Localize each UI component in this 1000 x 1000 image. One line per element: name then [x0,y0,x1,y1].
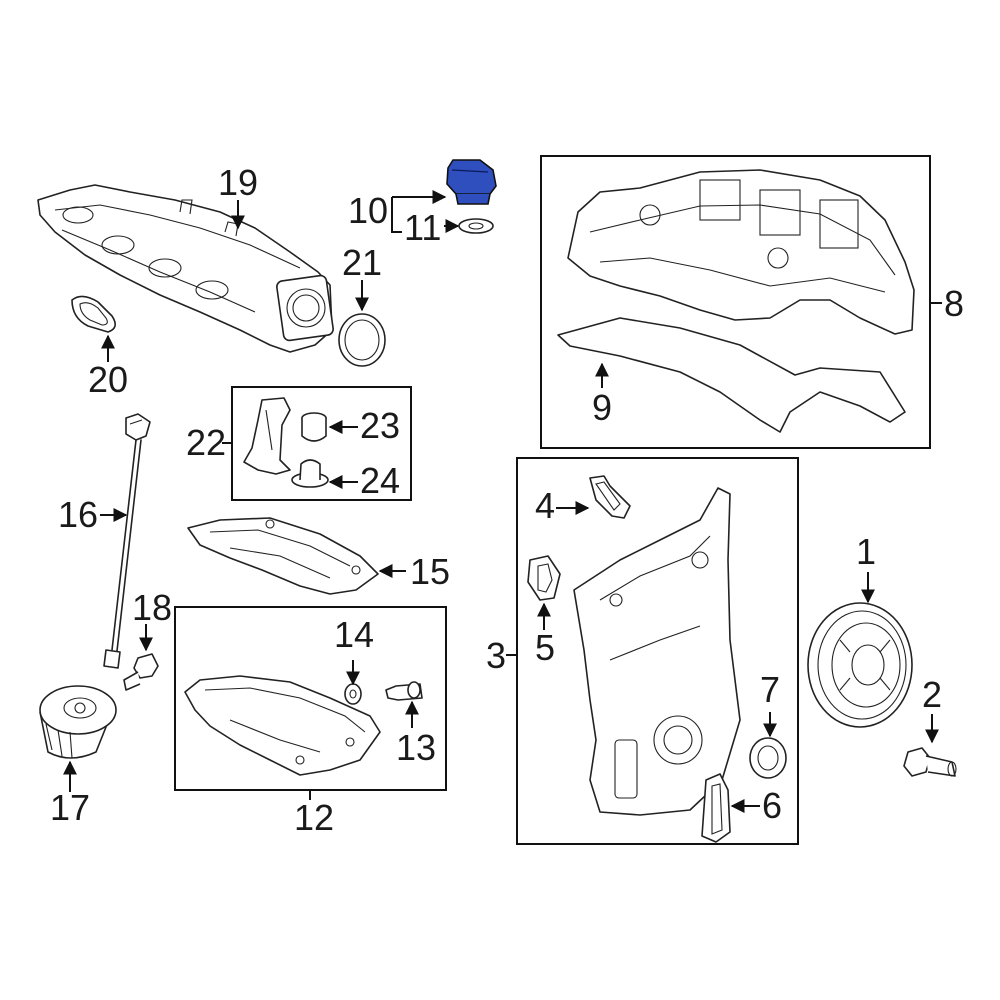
oil-filter[interactable] [39,685,117,759]
callout-22: 22 [186,422,226,463]
manifold-gasket[interactable] [71,295,116,333]
cover-gasket-5[interactable] [527,555,561,601]
callout-10: 10 [348,190,388,231]
oil-filler-cap[interactable] [446,159,497,205]
callout-1: 1 [856,531,876,572]
callout-18: 18 [132,587,172,628]
callout-15: 15 [410,551,450,592]
callout-4: 4 [535,485,555,526]
callout-13: 13 [396,727,436,768]
callout-20: 20 [88,359,128,400]
callout-17: 17 [50,787,90,828]
callout-24: 24 [360,460,400,501]
callout-19: 19 [218,162,258,203]
oil-dipstick[interactable] [103,413,151,669]
drain-plug[interactable] [123,653,159,691]
callout-7: 7 [760,669,780,710]
oil-pan-baffle[interactable] [187,517,379,595]
callout-14: 14 [334,614,374,655]
callout-5: 5 [535,627,555,668]
callout-16: 16 [58,494,98,535]
throttle-seal[interactable] [338,313,386,367]
callout-11: 11 [404,207,441,248]
valve-cover-gasket[interactable] [557,317,906,433]
timing-chain-cover[interactable] [573,487,741,816]
crankshaft-bolt[interactable] [903,747,957,777]
callout-8: 8 [944,283,964,324]
valve-cover[interactable] [567,169,915,335]
intake-manifold[interactable] [37,184,334,353]
callout-2: 2 [922,674,942,715]
crankshaft-pulley[interactable] [807,602,913,728]
callout-3: 3 [486,635,506,676]
mount-bracket[interactable] [243,397,291,475]
oil-pan-bolt[interactable] [385,681,423,701]
callout-23: 23 [360,405,400,446]
callout-9: 9 [592,387,612,428]
oil-pan[interactable] [184,675,381,776]
callout-21: 21 [342,242,382,283]
callout-6: 6 [762,785,782,826]
cover-gasket-6[interactable] [701,773,731,843]
insulator-23[interactable] [301,412,327,442]
oil-pan-washer[interactable] [344,683,362,705]
cover-seal-4[interactable] [589,475,631,519]
insulator-24[interactable] [291,459,329,488]
callout-12: 12 [294,797,334,838]
crank-seal[interactable] [749,737,787,779]
timing-cover-box [516,457,799,845]
filler-cap-seal[interactable] [458,218,494,234]
